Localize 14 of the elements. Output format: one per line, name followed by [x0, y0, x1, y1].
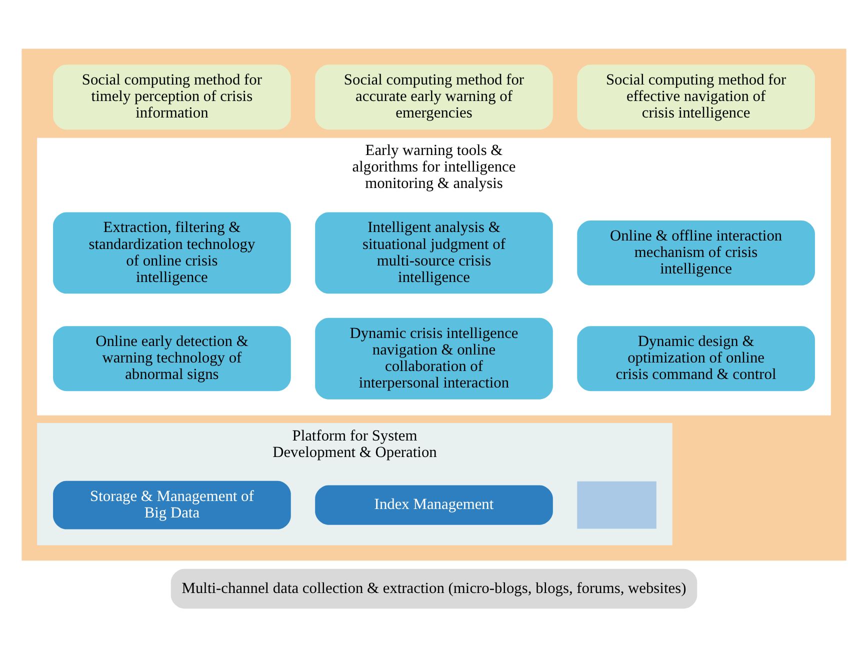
- node-box: Dynamic design & optimization of online crisis command & control: [576, 326, 814, 392]
- node-box: Extraction, filtering & standardization technology of online crisis intelligence: [52, 212, 290, 294]
- node-box: Intelligent analysis & situational judgment of multi-source crisis intelligence: [314, 212, 552, 294]
- node-box: [576, 481, 656, 529]
- node-box: Dynamic crisis intelligence navigation & online collaboration of interpersonal interaction: [314, 318, 552, 400]
- node-box: Social computing method for accurate early warning of emergencies: [314, 64, 552, 130]
- node-box: Social computing method for timely perception of crisis information: [52, 64, 290, 130]
- node-box: Index Management: [314, 485, 552, 525]
- node-box: Storage & Management of Big Data: [52, 480, 290, 530]
- node-box: Multi-channel data collection & extraction (micro-blogs, blogs, forums, websites): [170, 568, 697, 609]
- node-box: Social computing method for effective navigation of crisis intelligence: [576, 64, 814, 130]
- node-box: Online & offline interaction mechanism of crisis intelligence: [576, 220, 814, 286]
- node-box: Online early detection & warning technology of abnormal signs: [52, 326, 290, 392]
- cluster: [21, 48, 846, 561]
